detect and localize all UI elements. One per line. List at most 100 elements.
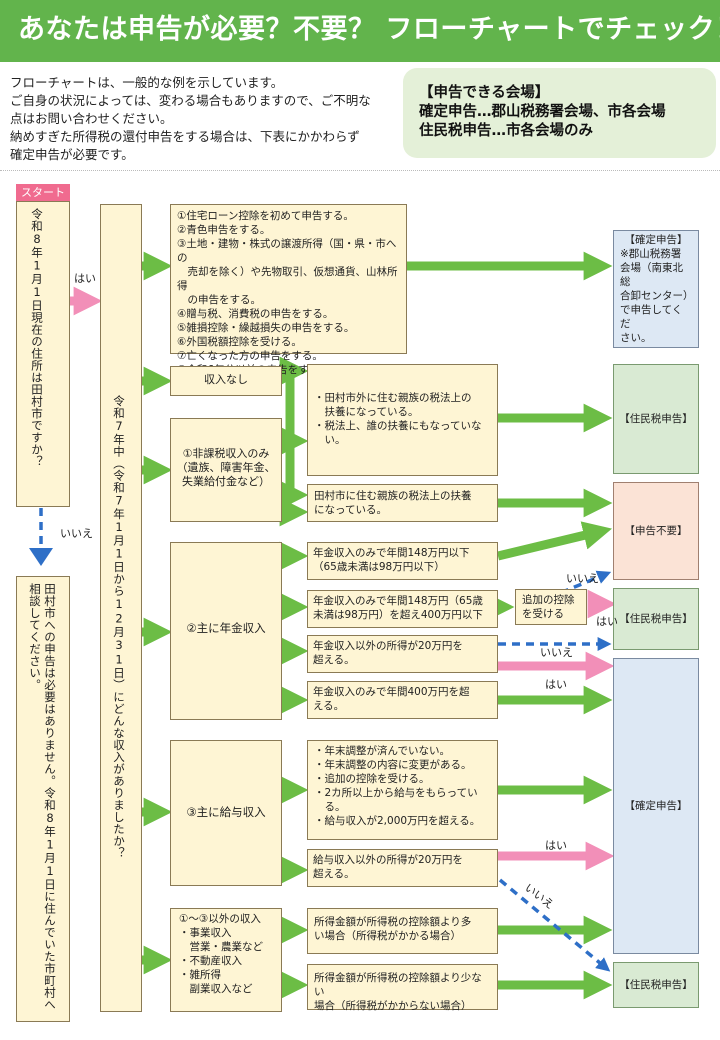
condition-line: ・年末調整が済んでいない。	[314, 745, 450, 757]
page-title: あなたは申告が必要？不要？ フローチャートでチェック！	[18, 14, 720, 45]
condition-item: ②青色申告をする。	[177, 224, 271, 236]
salary-condition-1: ・年末調整が済んでいない。 ・年末調整の内容に変更がある。 ・追加の控除を受ける…	[307, 740, 498, 840]
no-label: いいえ	[60, 527, 93, 540]
category-line: ・不動産収入	[179, 955, 242, 967]
condition-item: ④贈与税、消費税の申告をする。	[177, 308, 334, 320]
intro-line: 確定申告が必要です。	[10, 147, 134, 162]
category-pension: ②主に年金収入	[170, 542, 282, 720]
no-label: いいえ	[566, 572, 599, 585]
venue-heading: 【申告できる会場】	[419, 85, 550, 101]
yes-label: はい	[545, 839, 567, 852]
category-nontax: ①非課税収入のみ （遺族、障害年金、 失業給付金など）	[170, 418, 282, 522]
result-line: ※郡山税務署	[620, 248, 682, 260]
no-answer-box: 田村市への申告は必要はありません。令和8年1月1日に住んでいた市町村へ相談してく…	[16, 576, 70, 1022]
category-line: ①非課税収入のみ	[182, 447, 270, 460]
dependent-line: 田村市に住む親族の税法上の扶養	[314, 490, 472, 502]
dependent-outside-box: ・田村市外に住む親族の税法上の 扶養になっている。 ・税法上、誰の扶養にもなって…	[307, 364, 498, 476]
condition-line: 給与収入以外の所得が20万円を	[313, 854, 463, 866]
category-no-income: 収入なし	[170, 366, 282, 396]
extra-deduction-line: を受ける	[522, 608, 564, 620]
condition-line: 未満は98万円）を超え400万円以下	[313, 609, 483, 621]
condition-item: 売却を除く）や先物取引、仮想通貨、山林所得	[177, 266, 398, 292]
category-salary: ③主に給与収入	[170, 740, 282, 886]
yes-label: はい	[596, 615, 618, 628]
category-line: ・雑所得	[179, 969, 221, 981]
intro-line: フローチャートは、一般的な例を示しています。	[10, 75, 284, 90]
category-line: ①～③以外の収入	[179, 913, 261, 925]
extra-deduction-box: 追加の控除 を受ける	[515, 589, 587, 625]
category-other: ①～③以外の収入 ・事業収入 営業・農業など ・不動産収入 ・雑所得 副業収入な…	[170, 908, 282, 1012]
income-question: 令和7年中（令和7年1月1日から12月31日）にどんな収入がありましたか？	[112, 395, 126, 859]
dependent-line: ・税法上、誰の扶養にもなっていな	[314, 420, 482, 432]
dependent-line: ・田村市外に住む親族の税法上の	[314, 392, 472, 404]
condition-item: の申告をする。	[177, 294, 261, 306]
no-label: いいえ	[540, 646, 573, 659]
condition-line: ・年末調整の内容に変更がある。	[314, 759, 472, 771]
condition-line: 所得金額が所得税の控除額より多	[314, 916, 472, 928]
condition-item: ⑤雑損控除・繰越損失の申告をする。	[177, 322, 355, 334]
income-question-box: 令和7年中（令和7年1月1日から12月31日）にどんな収入がありましたか？	[100, 204, 142, 1012]
result-juminzei-1: 【住民税申告】	[613, 364, 699, 474]
dependent-line: になっている。	[314, 504, 387, 516]
start-question: 令和8年1月1日現在の住所は田村市ですか？	[30, 208, 44, 468]
start-tag: スタート	[16, 184, 70, 201]
category-line: ・事業収入	[179, 927, 232, 939]
result-line: で申告してくだ	[620, 304, 683, 330]
venue-line: 確定申告…郡山税務署会場、市各会場	[419, 104, 666, 120]
condition-line: 年金収入以外の所得が20万円を	[313, 640, 463, 652]
intro-line: 点はお問い合わせください。	[10, 111, 173, 126]
condition-line: 超える。	[313, 868, 355, 880]
condition-item: ①住宅ローン控除を初めて申告する。	[177, 210, 354, 222]
condition-line: 年金収入のみで年間400万円を超	[313, 686, 470, 698]
condition-line: ・2カ所以上から給与をもらってい	[314, 787, 478, 799]
salary-condition-2: 給与収入以外の所得が20万円を 超える。	[307, 849, 498, 887]
result-juminzei-3: 【住民税申告】	[613, 962, 699, 1008]
other-condition-1: 所得金額が所得税の控除額より多 い場合（所得税がかかる場合）	[307, 908, 498, 954]
pension-condition-4: 年金収入のみで年間400万円を超 える。	[307, 681, 498, 719]
result-fuyo: 【申告不要】	[613, 482, 699, 580]
title-bar	[0, 0, 720, 62]
result-kakutei-top: 【確定申告】 ※郡山税務署 会場（南東北総 合卸センター） で申告してくだ さい…	[613, 230, 699, 348]
dependent-line: い。	[314, 434, 346, 446]
condition-item: ③土地・建物・株式の譲渡所得（国・県・市への	[177, 238, 397, 264]
start-question-box: 令和8年1月1日現在の住所は田村市ですか？	[16, 201, 70, 507]
result-line: さい。	[620, 332, 652, 344]
result-kakutei-main: 【確定申告】	[613, 658, 699, 954]
category-line: 失業給付金など）	[182, 475, 270, 488]
dependent-line: 扶養になっている。	[314, 406, 419, 418]
venue-box: 【申告できる会場】 確定申告…郡山税務署会場、市各会場 住民税申告…市各会場のみ	[403, 68, 716, 158]
intro-line: 納めすぎた所得税の還付申告をする場合は、下表にかかわらず	[10, 129, 360, 144]
conditions-box: ①住宅ローン控除を初めて申告する。 ②青色申告をする。 ③土地・建物・株式の譲渡…	[170, 204, 407, 376]
result-line: 会場（南東北総	[620, 262, 683, 288]
pension-condition-3: 年金収入以外の所得が20万円を 超える。	[307, 635, 498, 673]
category-line: 営業・農業など	[179, 941, 263, 953]
result-line: 合卸センター）	[620, 290, 694, 302]
condition-line: 所得金額が所得税の控除額より少ない	[314, 972, 482, 998]
condition-line: 年金収入のみで年間148万円（65歳	[313, 595, 483, 607]
condition-item: ⑥外国税額控除を受ける。	[177, 336, 302, 348]
other-condition-2: 所得金額が所得税の控除額より少ない 場合（所得税がかからない場合）	[307, 964, 498, 1012]
result-line: 【確定申告】	[624, 234, 688, 246]
result-juminzei-2: 【住民税申告】	[613, 588, 699, 650]
condition-line: 場合（所得税がかからない場合）	[314, 1000, 472, 1012]
category-line: （遺族、障害年金、	[176, 461, 276, 474]
condition-item: ⑦亡くなった方の申告をする。	[177, 350, 323, 362]
intro-line: ご自身の状況によっては、変わる場合もありますので、ご不明な	[10, 93, 371, 108]
separator	[0, 170, 720, 171]
condition-line: ・追加の控除を受ける。	[314, 773, 430, 785]
condition-line: ・給与収入が2,000万円を超える。	[314, 815, 481, 827]
condition-line: （65歳未満は98万円以下）	[313, 561, 445, 573]
dependent-inside-box: 田村市に住む親族の税法上の扶養 になっている。	[307, 484, 498, 522]
venue-line: 住民税申告…市各会場のみ	[419, 123, 593, 139]
yes-label: はい	[545, 678, 567, 691]
condition-line: る。	[314, 801, 346, 813]
pension-condition-1: 年金収入のみで年間148万円以下 （65歳未満は98万円以下）	[307, 542, 498, 580]
pension-condition-2: 年金収入のみで年間148万円（65歳 未満は98万円）を超え400万円以下	[307, 590, 498, 628]
category-line: 副業収入など	[179, 983, 253, 995]
no-answer-text: 田村市への申告は必要はありません。令和8年1月1日に住んでいた市町村へ相談してく…	[28, 583, 57, 1011]
condition-line: い場合（所得税がかかる場合）	[314, 930, 461, 942]
condition-line: 年金収入のみで年間148万円以下	[313, 547, 470, 559]
extra-deduction-line: 追加の控除	[522, 594, 575, 606]
intro-text: フローチャートは、一般的な例を示しています。 ご自身の状況によっては、変わる場合…	[10, 74, 400, 164]
